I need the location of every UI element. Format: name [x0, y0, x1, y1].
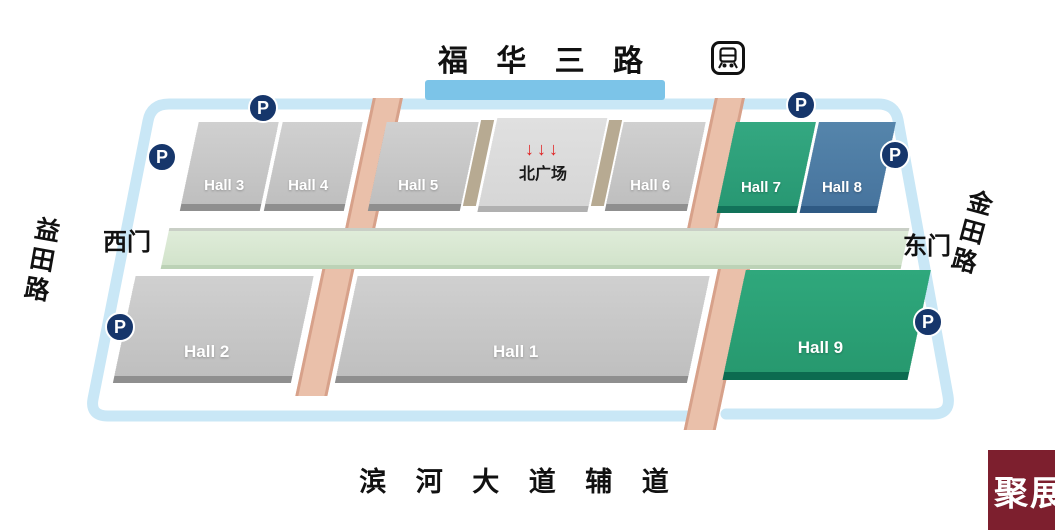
hall-label: Hall 4: [288, 177, 329, 194]
hall-2: Hall 2: [114, 276, 314, 376]
hall-label: Hall 9: [797, 338, 843, 357]
hall-5: Hall 5: [369, 122, 479, 204]
hall-label: Hall 2: [184, 342, 230, 361]
hall-label: Hall 5: [398, 177, 439, 194]
top-road-bar: [425, 80, 665, 100]
hall-6: Hall 6: [606, 122, 706, 204]
parking-icon: P: [913, 307, 943, 337]
parking-icon: P: [880, 140, 910, 170]
parking-icon: P: [147, 142, 177, 172]
hall-label: Hall 6: [630, 177, 671, 194]
watermark-logo: 聚展: [988, 450, 1055, 530]
east-gate-label: 东门: [903, 233, 951, 260]
road-name-bottom: 滨 河 大 道 辅 道: [359, 467, 680, 497]
north-plaza-content: ↓↓↓ 北广场: [518, 139, 567, 184]
hall-label: Hall 3: [204, 177, 245, 194]
parking-icon: P: [248, 93, 278, 123]
entrance-arrows: ↓↓↓: [524, 139, 561, 159]
north-plaza: ↓↓↓ 北广场: [478, 118, 608, 206]
hall-label: Hall 7: [740, 179, 781, 196]
north-plaza-label: 北广场: [518, 166, 567, 183]
road-name-top: 福 华 三 路: [437, 45, 653, 78]
hall-label: Hall 8: [822, 179, 863, 196]
hall-label: Hall 1: [493, 342, 539, 361]
parking-icon: P: [105, 312, 135, 342]
metro-station-icon: [710, 40, 746, 76]
parking-icon: P: [786, 90, 816, 120]
central-concourse: [160, 228, 910, 269]
hall-1: Hall 1: [336, 276, 710, 376]
west-gate-label: 西门: [103, 229, 151, 256]
hall-9: Hall 9: [724, 270, 931, 372]
